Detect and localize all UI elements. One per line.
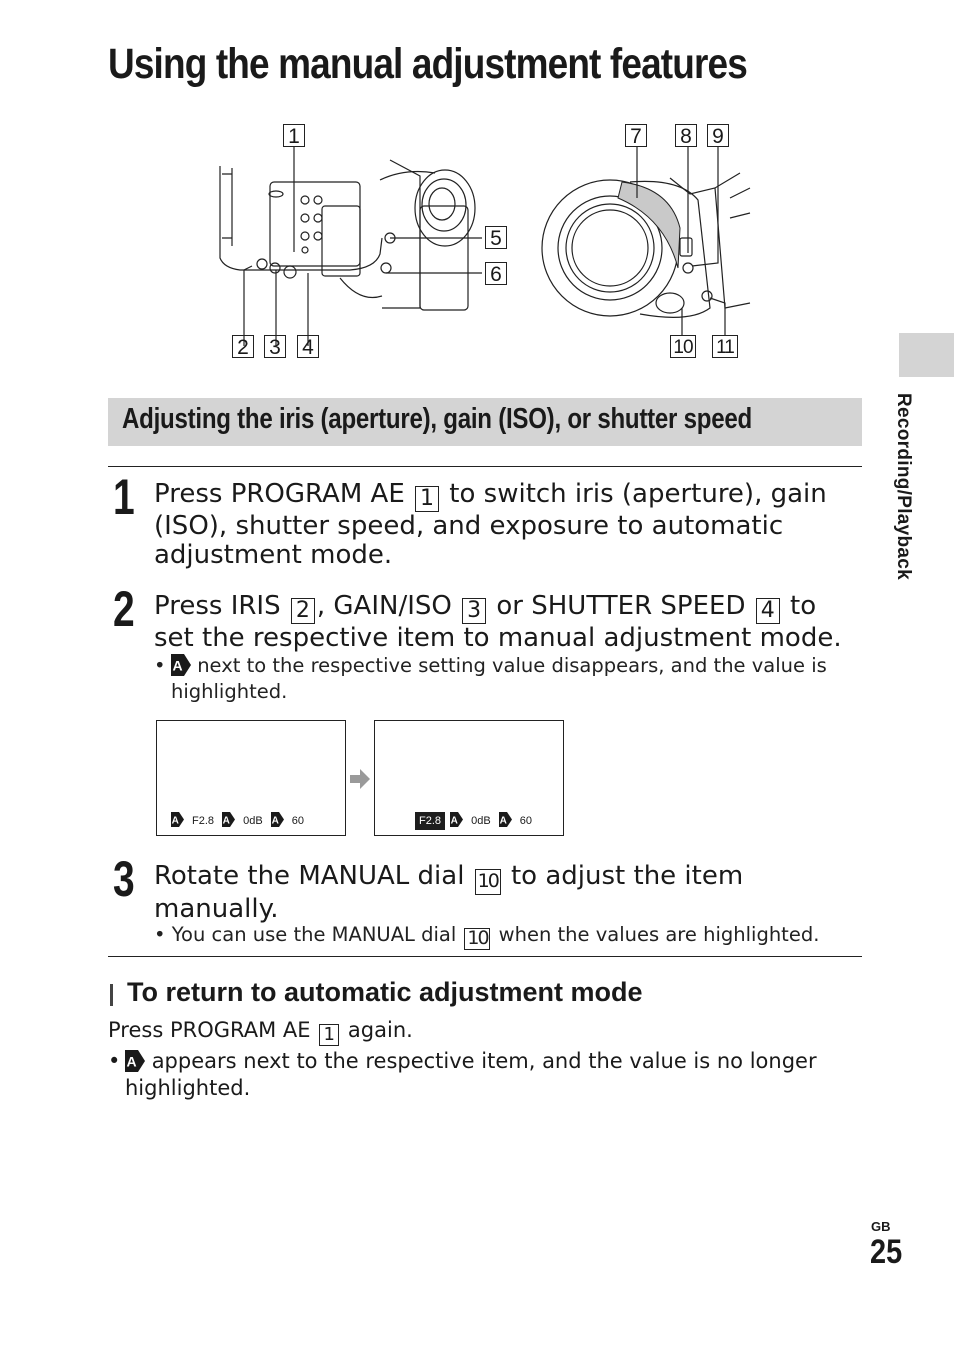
gain-value: 0dB [471,815,491,827]
step-number-2: 2 [113,581,135,637]
shutter-value: 60 [291,815,304,827]
screen-after: F2.8 A 0dB A 60 [374,720,564,836]
step-3-note-a: You can use the MANUAL dial [171,923,457,946]
ref-box: 1 [415,486,440,512]
callout-6: 6 [485,262,507,286]
screen-before: A F2.8 A 0dB A 60 [156,720,346,836]
screen-after-values: F2.8 A 0dB A 60 [415,812,537,830]
callout-4: 4 [297,335,319,359]
ref-box: 1 [319,1024,340,1046]
screen-before-values: A F2.8 A 0dB A 60 [171,812,309,828]
ref-box: 10 [464,928,491,950]
step-1-text-a: Press PROGRAM AE [154,479,405,509]
subsection-text-a: Press PROGRAM AE [108,1018,311,1042]
step-2-text-d: to set the respective item to manual adj… [154,591,842,653]
ref-box: 2 [290,598,315,624]
divider-top [108,466,862,467]
arrow-right-icon [350,769,370,789]
side-tab [899,333,954,377]
subsection-note-text: appears next to the respective item, and… [125,1049,817,1100]
subsection-marker [110,984,113,1006]
page-title: Using the manual adjustment features [108,40,748,88]
step-number-1: 1 [113,469,135,525]
auto-icon: A [222,812,236,827]
callout-2: 2 [232,335,254,359]
step-2-text: Press IRIS 2, GAIN/ISO 3 or SHUTTER SPEE… [154,592,859,653]
svg-text:A: A [172,658,182,674]
auto-icon: A [498,812,512,827]
side-tab-text: Recording/Playback [893,393,914,581]
step-1-text: Press PROGRAM AE 1 to switch iris (apert… [154,480,859,570]
step-number-3: 3 [113,851,135,907]
callout-11: 11 [712,335,738,358]
iris-value: F2.8 [192,815,215,827]
step-3-note: • You can use the MANUAL dial 10 when th… [154,923,820,950]
auto-icon: A [450,812,464,827]
step-2-text-c: or SHUTTER SPEED [496,591,746,621]
svg-text:A: A [271,816,278,827]
svg-text:A: A [223,816,230,827]
iris-value-highlighted: F2.8 [415,812,446,830]
auto-icon: A [171,654,191,676]
step-3-note-b: when the values are highlighted. [498,923,820,946]
callout-7: 7 [625,124,647,148]
svg-text:A: A [126,1054,136,1070]
camera-illustration [219,146,751,346]
svg-text:A: A [451,816,458,827]
callout-3: 3 [264,335,286,359]
auto-icon: A [125,1050,145,1072]
callout-1: 1 [283,124,305,148]
subsection-text: Press PROGRAM AE 1 again. [108,1017,413,1046]
region-code: GB [871,1219,891,1234]
ref-box: 4 [755,598,780,624]
step-2-text-b: , GAIN/ISO [316,591,452,621]
ref-box: 10 [474,869,501,895]
step-2-note-text: next to the respective setting value dis… [171,654,827,703]
callout-10: 10 [670,335,696,358]
auto-icon: A [270,812,284,827]
step-3-text-a: Rotate the MANUAL dial [154,861,465,891]
callout-8: 8 [675,124,697,148]
callout-5: 5 [485,226,507,250]
ref-box: 3 [462,598,487,624]
shutter-value: 60 [519,815,532,827]
section-heading: Adjusting the iris (aperture), gain (ISO… [122,403,752,435]
divider-bottom [108,956,862,957]
svg-text:A: A [172,816,179,827]
step-2-text-a: Press IRIS [154,591,281,621]
step-3-text-b: to adjust the item manually. [154,861,744,924]
callout-9: 9 [707,124,729,148]
svg-text:A: A [499,816,506,827]
subsection-note: • A appears next to the respective item,… [108,1049,817,1100]
side-tab-label: Recording/Playback [892,393,922,608]
auto-icon: A [171,812,184,827]
step-1-text-b: to switch iris (aperture), gain (ISO), s… [154,479,827,570]
subsection-text-b: again. [347,1018,413,1042]
step-2-note: • A next to the respective setting value… [154,654,827,703]
page-number: 25 [870,1233,903,1271]
gain-value: 0dB [243,815,263,827]
step-3-text: Rotate the MANUAL dial 10 to adjust the … [154,862,859,924]
subsection-heading: To return to automatic adjustment mode [127,977,643,1007]
section-heading-bar [108,398,862,446]
